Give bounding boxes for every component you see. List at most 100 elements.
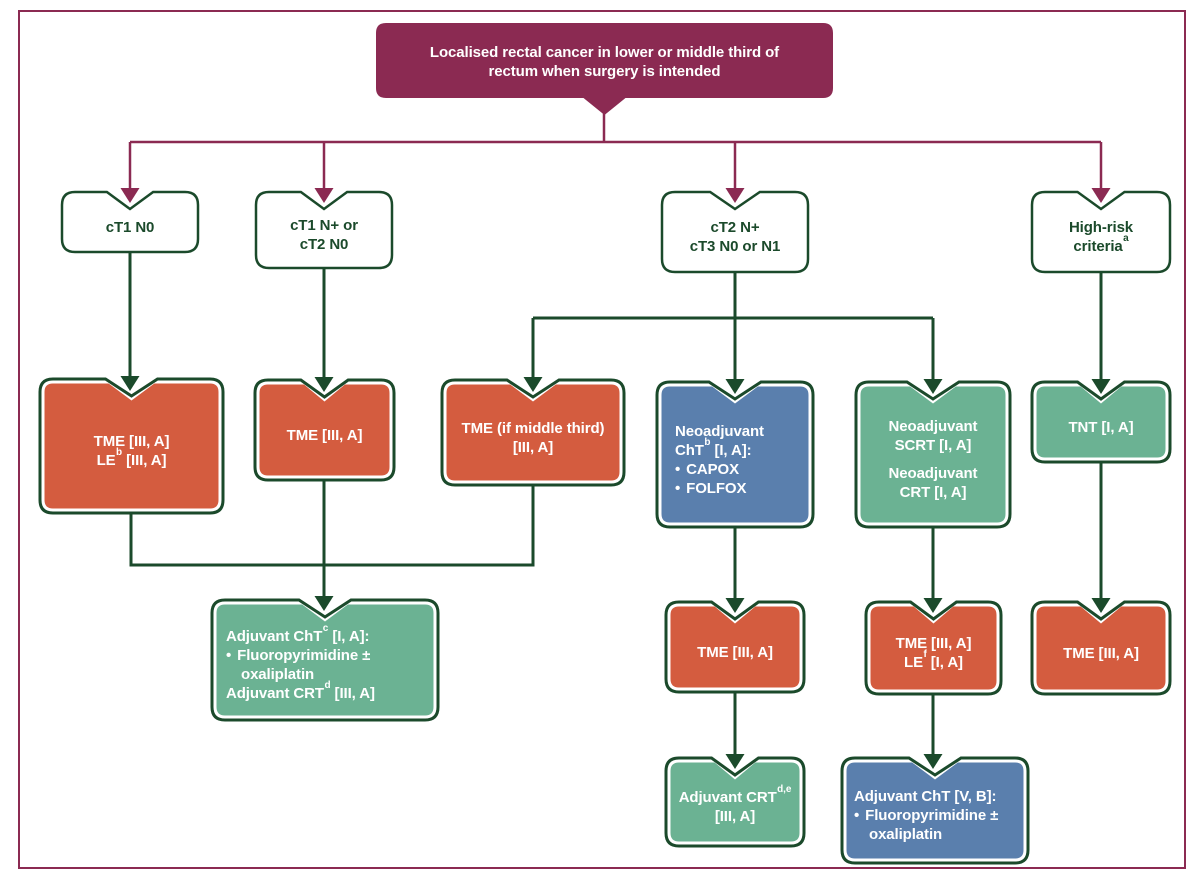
node-label-line: oxaliplatin xyxy=(226,665,314,684)
node-label-line: High-risk xyxy=(1069,218,1133,237)
maroon-connector xyxy=(725,142,745,203)
node-label-line: SCRT [I, A] xyxy=(895,436,972,455)
node-text: Localised rectal cancer in lower or midd… xyxy=(429,43,780,61)
node-label: Adjuvant ChTc [I, A]:•Fluoropyrimidine ±… xyxy=(212,600,438,720)
node-text: LEf [I, A] xyxy=(904,649,963,672)
arrowhead-icon xyxy=(725,754,745,769)
node-shape xyxy=(1030,380,1172,464)
node-text: Fluoropyrimidine ± xyxy=(237,647,371,664)
arrowhead-icon xyxy=(725,379,745,394)
maroon-connector xyxy=(120,142,140,203)
node-shape xyxy=(1030,600,1172,696)
node-fill xyxy=(860,386,1006,523)
node-label-line: Adjuvant ChTc [I, A]: xyxy=(226,624,370,646)
arrowhead-icon xyxy=(725,598,745,613)
node-text: TME [III, A] xyxy=(93,433,170,450)
node-tme-if-middle-third: TME (if middle third)[III, A] xyxy=(440,378,626,487)
node-label: cT2 N+ cT3 N0 or N1 xyxy=(662,192,808,272)
node-fill xyxy=(870,606,997,690)
node-text: rectum when surgery is intended xyxy=(488,62,721,80)
node-shape xyxy=(60,190,200,254)
green-connector xyxy=(314,480,334,611)
node-text: cT2 N+ xyxy=(710,219,760,236)
node-label: TME [III, A] xyxy=(1032,602,1170,694)
arrowhead-icon xyxy=(120,376,140,391)
node-adjuvant-cht-c-crt-d: Adjuvant ChTc [I, A]:•Fluoropyrimidine ±… xyxy=(210,598,440,722)
connector-line xyxy=(129,485,535,567)
node-shape xyxy=(440,378,626,487)
node-text: TME [III, A] xyxy=(1063,644,1139,662)
node-label-line: LEb [III, A] xyxy=(96,447,167,470)
arrowhead-icon xyxy=(314,596,334,611)
node-label-line: LEf [I, A] xyxy=(904,649,963,672)
node-text: Neoadjuvant xyxy=(888,465,978,482)
node-fill xyxy=(1036,386,1166,458)
node-text: TME (if middle third) xyxy=(461,419,605,437)
node-fill xyxy=(846,762,1024,859)
node-text: CRT [I, A] xyxy=(899,484,967,501)
node-tme-2: TME [III, A] xyxy=(664,600,806,694)
node-label-line: TME [III, A] xyxy=(94,432,170,451)
node-text: TME [III, A] xyxy=(286,426,363,444)
green-connector xyxy=(725,527,745,613)
node-label-line: cT1 N0 xyxy=(106,218,155,237)
node-ct2-nplus-ct3-n0-n1: cT2 N+ cT3 N0 or N1 xyxy=(660,190,810,274)
node-shape xyxy=(840,756,1030,865)
arrowhead-icon xyxy=(120,188,140,203)
node-label: Adjuvant CRTd,e[III, A] xyxy=(666,758,804,846)
node-label-line: •FOLFOX xyxy=(675,479,746,498)
node-label: TME [III, A] xyxy=(666,602,804,692)
node-label-line: criteriaa xyxy=(1073,234,1128,256)
green-connector xyxy=(923,318,943,394)
node-label-line: cT2 N+ xyxy=(710,218,759,237)
node-shape xyxy=(253,378,396,482)
figure-border-frame xyxy=(18,10,1186,869)
node-text: SCRT [I, A] xyxy=(894,437,972,454)
node-text: oxaliplatin xyxy=(869,826,943,843)
node-text: oxaliplatin xyxy=(241,666,315,683)
green-connector xyxy=(1091,272,1111,394)
node-label-line: CRT [I, A] xyxy=(900,483,967,502)
node-shape xyxy=(664,756,806,848)
node-label-line: Adjuvant CRTd [III, A] xyxy=(226,681,375,703)
node-border xyxy=(254,190,394,270)
node-fill xyxy=(670,606,800,688)
node-tme-le-b: TME [III, A]LEb [III, A] xyxy=(38,377,225,515)
node-text: cT1 N+ or xyxy=(290,217,358,234)
node-text: cT3 N0 or N1 xyxy=(689,238,781,255)
node-label-line: rectum when surgery is intended xyxy=(489,62,721,81)
node-border xyxy=(660,190,810,274)
node-label-line: TME (if middle third) xyxy=(462,419,605,438)
node-label-line: Localised rectal cancer in lower or midd… xyxy=(430,43,779,62)
node-shape xyxy=(210,598,440,722)
node-fill xyxy=(44,383,219,509)
green-connector xyxy=(725,692,745,769)
green-connector xyxy=(120,252,140,391)
node-label-line: TME [III, A] xyxy=(896,634,972,653)
node-text: [III, A] xyxy=(714,808,756,825)
maroon-connector xyxy=(1091,142,1111,203)
node-text: Neoadjuvant xyxy=(675,422,764,440)
arrowhead-icon xyxy=(523,377,543,392)
node-text: Fluoropyrimidine ± xyxy=(865,807,999,824)
node-label-line: •CAPOX xyxy=(675,460,739,479)
node-label-line: Neoadjuvant xyxy=(675,422,764,441)
arrowhead-icon xyxy=(314,188,334,203)
green-connector xyxy=(923,694,943,769)
node-text: Adjuvant CRTd,e xyxy=(678,784,792,807)
arrowhead-icon xyxy=(923,754,943,769)
node-shape xyxy=(660,190,810,274)
node-label: Adjuvant ChT [V, B]:•Fluoropyrimidine ±o… xyxy=(842,758,1028,863)
node-border xyxy=(60,190,200,254)
node-tnt: TNT [I, A] xyxy=(1030,380,1172,464)
node-text: TME [III, A] xyxy=(895,635,972,652)
node-label-line: Neoadjuvant xyxy=(889,417,978,436)
node-text: TME [III, A] xyxy=(697,643,773,661)
node-text: LEb [III, A] xyxy=(96,447,167,470)
node-label: TME [III, A]LEf [I, A] xyxy=(866,602,1001,694)
